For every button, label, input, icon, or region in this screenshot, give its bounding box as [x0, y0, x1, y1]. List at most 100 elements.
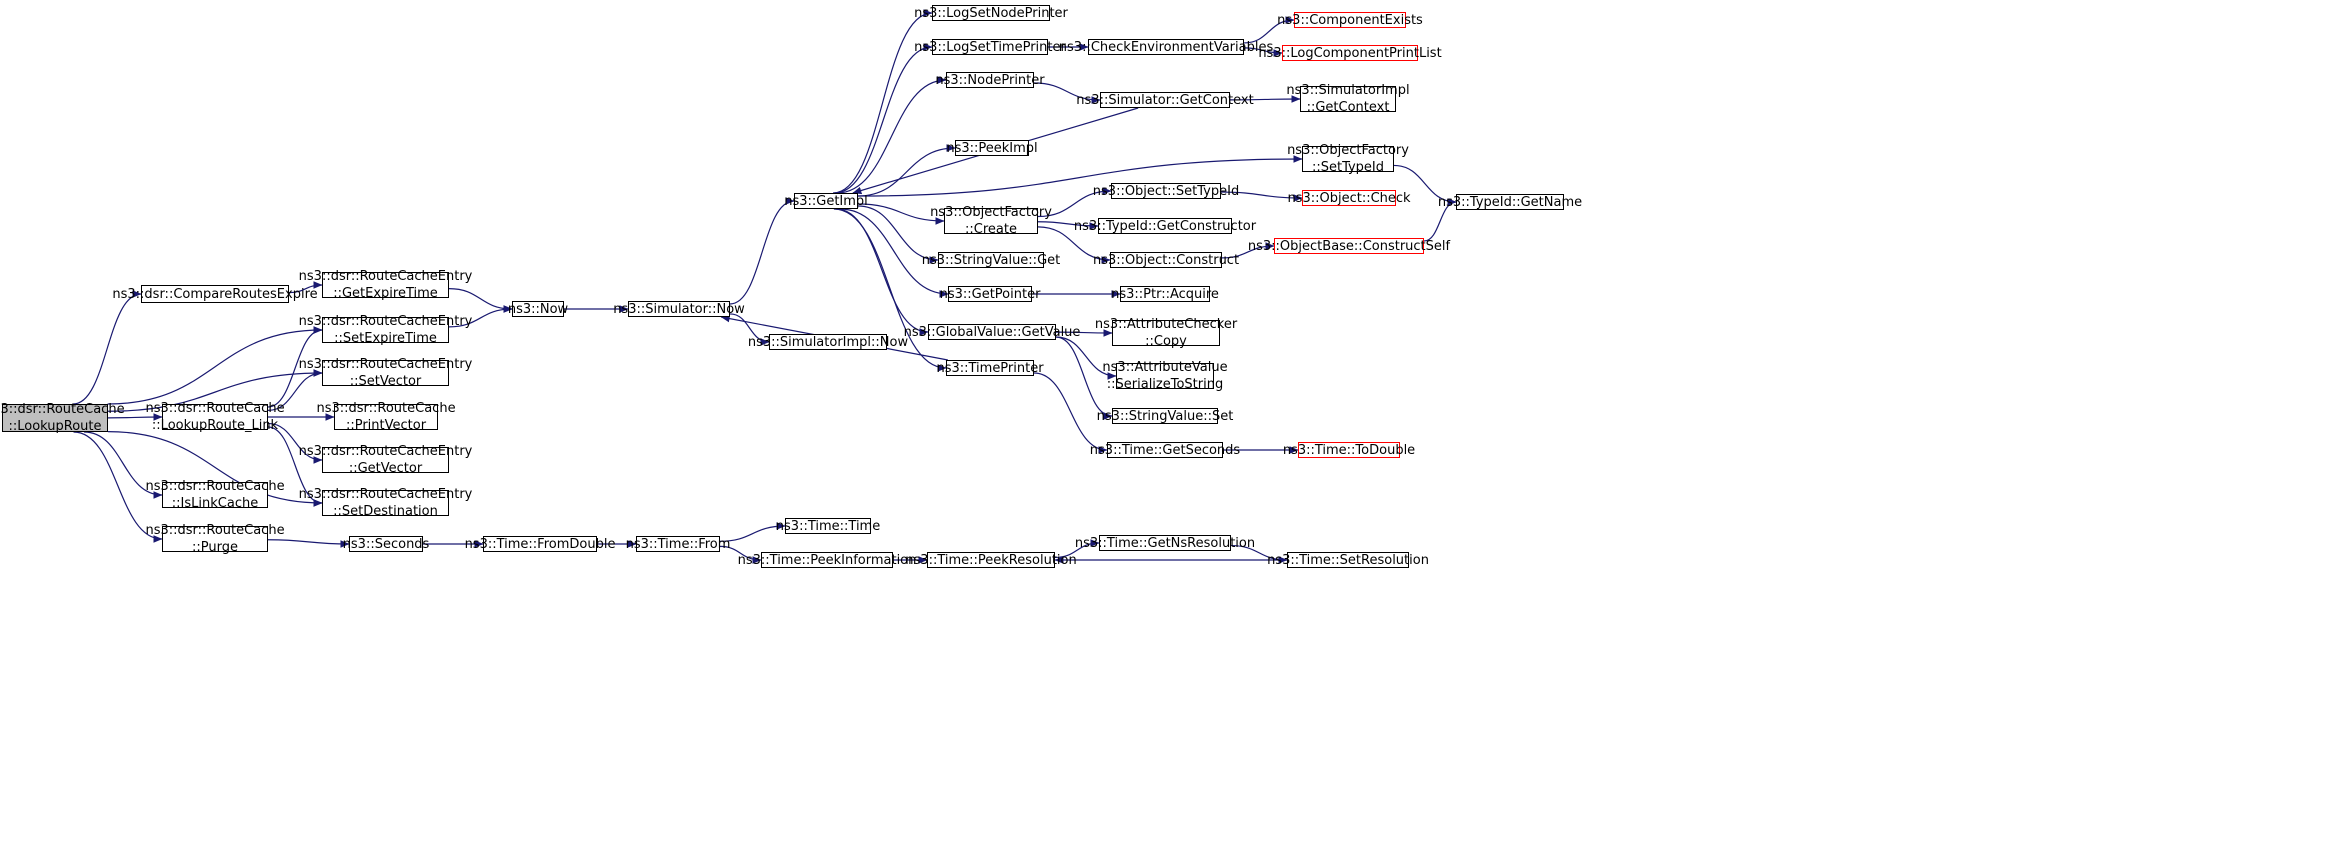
node-label: ::SerializeToString [1106, 377, 1224, 392]
edge-lookupRouteLink-to-setVector [267, 369, 323, 411]
node-compare-routes-expire[interactable]: ns3::dsr::CompareRoutesExpire [112, 285, 318, 303]
node-label: ns3::StringValue::Get [921, 252, 1061, 268]
node-get-expire-time[interactable]: ns3::dsr::RouteCacheEntry::GetExpireTime [299, 269, 473, 301]
node-peek-impl[interactable]: ns3::PeekImpl [946, 140, 1038, 156]
node-lookup-route-link[interactable]: ns3::dsr::RouteCache::LookupRoute_Link [145, 401, 284, 433]
node-label: ns3::ObjectFactory [1287, 143, 1409, 158]
node-string-value-get[interactable]: ns3::StringValue::Get [922, 252, 1060, 268]
edge-getExpireTime-to-now [448, 288, 513, 313]
node-label: ::GetContext [1306, 100, 1390, 115]
node-time-time[interactable]: ns3::Time::Time [776, 518, 880, 534]
edge-getImpl-to-logSetTimePrinter [834, 43, 933, 194]
node-time-printer[interactable]: ns3::TimePrinter [936, 360, 1044, 376]
edge-getImpl-to-peekImpl [857, 144, 956, 197]
node-global-value-get-value[interactable]: ns3::GlobalValue::GetValue [904, 324, 1080, 340]
node-sim-now[interactable]: ns3::Simulator::Now [613, 301, 745, 317]
node-label: ns3::SimulatorImpl [1286, 83, 1410, 98]
node-component-exists[interactable]: ns3::ComponentExists [1277, 12, 1423, 28]
edge-compareRoutesExpire-to-getExpireTime [288, 281, 323, 294]
node-label: ::PrintVector [345, 418, 427, 433]
node-type-id-get-constructor[interactable]: ns3::TypeId::GetConstructor [1074, 218, 1256, 234]
edge-getImpl-to-stringValueGet [857, 205, 939, 264]
node-object-set-type-id[interactable]: ns3::Object::SetTypeId [1093, 183, 1239, 199]
node-obj-factory-set-type-id[interactable]: ns3::ObjectFactory::SetTypeId [1287, 143, 1409, 175]
node-label: ns3::NodePrinter [935, 72, 1045, 88]
node-label: ns3::StringValue::Set [1096, 408, 1234, 424]
node-label: ::LookupRoute_Link [151, 418, 279, 433]
node-sim-impl-now[interactable]: ns3::SimulatorImpl::Now [748, 334, 908, 350]
node-log-set-node-printer[interactable]: ns3::LogSetNodePrinter [914, 5, 1068, 21]
edge-objBaseConstructSelf-to-typeIdGetName [1423, 198, 1457, 242]
node-get-pointer[interactable]: ns3::GetPointer [940, 286, 1040, 302]
node-time-from-double[interactable]: ns3::Time::FromDouble [465, 536, 615, 552]
node-label: ns3::GetPointer [939, 286, 1041, 302]
node-time-get-seconds[interactable]: ns3::Time::GetSeconds [1090, 442, 1240, 458]
node-set-expire-time[interactable]: ns3::dsr::RouteCacheEntry::SetExpireTime [299, 314, 473, 346]
node-label: ns3::dsr::RouteCacheEntry [298, 269, 473, 284]
node-attr-checker-copy[interactable]: ns3::AttributeChecker::Copy [1095, 317, 1237, 349]
node-purge[interactable]: ns3::dsr::RouteCache::Purge [145, 523, 284, 555]
node-print-vector[interactable]: ns3::dsr::RouteCache::PrintVector [316, 401, 455, 433]
node-string-value-set[interactable]: ns3::StringValue::Set [1097, 408, 1233, 424]
node-label: ::LookupRoute [8, 419, 102, 434]
node-label: ns3::SimulatorImpl::Now [747, 334, 909, 350]
edge-getImpl-to-globalValueGetValue [836, 208, 929, 336]
node-label: ns3::Seconds [342, 536, 430, 552]
edge-timeFrom-to-timePeekInformation [719, 545, 762, 564]
node-sim-impl-get-context[interactable]: ns3::SimulatorImpl::GetContext [1286, 83, 1409, 115]
node-label: ns3::Time::FromDouble [464, 536, 616, 552]
node-time-get-ns-resolution[interactable]: ns3::Time::GetNsResolution [1075, 535, 1255, 551]
node-get-vector[interactable]: ns3::dsr::RouteCacheEntry::GetVector [299, 444, 473, 476]
node-log-component-print-list[interactable]: ns3::LogComponentPrintList [1258, 45, 1442, 61]
node-check-env-vars[interactable]: ns3::CheckEnvironmentVariables [1059, 39, 1273, 55]
node-label: ::SetVector [349, 374, 422, 389]
node-ptr-acquire[interactable]: ns3::Ptr::Acquire [1111, 286, 1219, 302]
node-seconds[interactable]: ns3::Seconds [343, 536, 429, 552]
edge-simNow-to-getImpl [729, 197, 795, 305]
node-now[interactable]: ns3::Now [508, 301, 568, 317]
node-label: ::Copy [1145, 334, 1187, 349]
edge-getImpl-to-objFactoryCreate [857, 203, 945, 225]
node-label: ns3::Time::GetSeconds [1089, 442, 1241, 458]
node-label: ns3::PeekImpl [946, 140, 1038, 156]
node-label: ns3::TypeId::GetName [1437, 194, 1583, 210]
edge-root-to-lookupRouteLink [107, 413, 163, 421]
node-obj-factory-create[interactable]: ns3::ObjectFactory::Create [930, 205, 1052, 237]
edge-timePrinter-to-timeGetSeconds [1033, 372, 1108, 454]
edge-lookupRouteLink-to-getVector [267, 422, 323, 464]
edge-simNow-to-simImplNow [729, 313, 770, 346]
node-object-check[interactable]: ns3::Object::Check [1287, 190, 1411, 206]
node-time-peek-resolution[interactable]: ns3::Time::PeekResolution [905, 552, 1077, 568]
node-is-link-cache[interactable]: ns3::dsr::RouteCache::IsLinkCache [145, 479, 284, 511]
node-time-from[interactable]: ns3::Time::From [626, 536, 730, 552]
node-set-destination[interactable]: ns3::dsr::RouteCacheEntry::SetDestinatio… [299, 487, 473, 519]
node-label: ::Create [965, 222, 1017, 237]
edge-globalValueGetValue-to-stringValueSet [1055, 336, 1113, 420]
node-attr-value-serialize[interactable]: ns3::AttributeValue::SerializeToString [1102, 360, 1227, 392]
node-label: ns3::Object::Construct [1092, 252, 1240, 268]
node-time-to-double[interactable]: ns3::Time::ToDouble [1283, 442, 1415, 458]
node-label: ::SetDestination [333, 504, 438, 519]
edge-objFactoryCreate-to-objectSetTypeId [1037, 187, 1112, 218]
edge-getImpl-to-getPointer [840, 208, 949, 298]
edge-root-to-isLinkCache [84, 431, 163, 499]
node-label: ::IsLinkCache [171, 496, 259, 511]
node-label: ns3::Time::Time [775, 518, 881, 534]
node-time-peek-information[interactable]: ns3::Time::PeekInformation [738, 552, 916, 568]
edge-objectSetTypeId-to-objectCheck [1220, 191, 1303, 202]
edge-getImpl-to-timePrinter [833, 208, 947, 372]
node-label: ns3::TimePrinter [936, 360, 1044, 376]
node-set-vector[interactable]: ns3::dsr::RouteCacheEntry::SetVector [299, 357, 473, 389]
node-node-printer[interactable]: ns3::NodePrinter [935, 72, 1045, 88]
node-time-set-resolution[interactable]: ns3::Time::SetResolution [1267, 552, 1429, 568]
edge-root-to-compareRoutesExpire [73, 290, 142, 405]
edge-lookupRouteLink-to-setDestination [267, 426, 323, 507]
node-label: ns3::LogSetNodePrinter [914, 5, 1068, 21]
node-obj-base-construct-self[interactable]: ns3::ObjectBase::ConstructSelf [1248, 238, 1450, 254]
node-get-impl[interactable]: ns3::GetImpl [784, 193, 868, 209]
node-type-id-get-name[interactable]: ns3::TypeId::GetName [1438, 194, 1582, 210]
node-object-construct[interactable]: ns3::Object::Construct [1093, 252, 1239, 268]
node-log-set-time-printer[interactable]: ns3::LogSetTimePrinter [914, 39, 1066, 55]
node-label: ns3::Time::PeekResolution [905, 552, 1077, 568]
node-sim-get-context[interactable]: ns3::Simulator::GetContext [1076, 92, 1254, 108]
